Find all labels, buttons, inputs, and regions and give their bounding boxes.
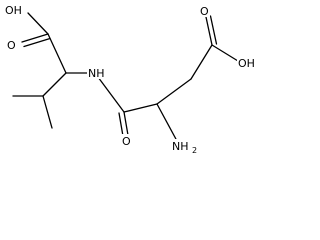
- bond-ch2-cooh: [190, 44, 213, 80]
- bond-nh-carbonyl: [94, 72, 125, 113]
- bond-cooh-o-double-1: [205, 16, 213, 46]
- bond-cooh-c-oh: [27, 12, 49, 35]
- label-valine-carbonyl-o: O: [7, 39, 16, 52]
- label-aspartyl-carbonyl-o: O: [200, 5, 209, 18]
- bond-cooh-c-o-double-1: [21, 33, 49, 43]
- label-aspartyl-oh: OH: [238, 57, 255, 70]
- label-amide-o: O: [122, 135, 131, 148]
- label-valine-oh: OH: [5, 4, 22, 17]
- label-amine-subscript: 2: [192, 146, 197, 155]
- bond-cooh-c-o-double-2: [23, 37, 51, 48]
- label-amide-nh: NH: [88, 67, 105, 80]
- bonds: [12, 12, 239, 143]
- atom-labels: OH O NH O OH O NH 2: [4, 3, 259, 155]
- bond-alpha-cbeta: [42, 72, 67, 97]
- bond-cooh-c-alpha: [47, 33, 67, 74]
- bond-cbeta-methyl-down: [42, 95, 53, 129]
- chemical-structure: OH O NH O OH O NH 2: [4, 3, 259, 155]
- bond-cooh-o-double-2: [209, 15, 218, 45]
- bond-cooh-oh: [211, 44, 239, 62]
- bond-alpha-amine: [156, 103, 178, 142]
- label-amine-nh: NH: [172, 140, 189, 153]
- bond-carbonyl-alpha: [123, 103, 158, 113]
- bond-alpha-ch2: [156, 78, 192, 105]
